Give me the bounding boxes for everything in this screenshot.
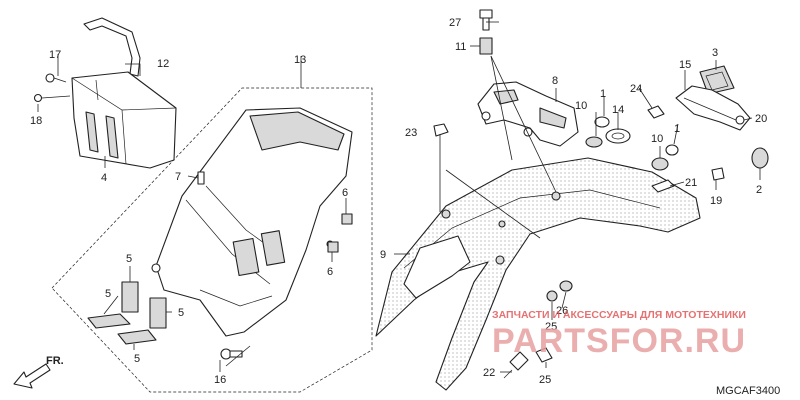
callout-14: 14 [612, 104, 624, 116]
callout-1-lower: 1 [674, 123, 680, 135]
sponge-5c [149, 297, 167, 329]
callout-20: 20 [755, 113, 767, 125]
watermark-logo: PARTSFOR.RU [492, 322, 746, 360]
nut-24 [647, 105, 665, 119]
callout-3: 3 [712, 47, 718, 59]
callout-9: 9 [380, 249, 386, 261]
callout-11: 11 [455, 41, 466, 53]
grommet-2 [751, 147, 769, 169]
rubber-1-upper [594, 116, 610, 128]
callout-19: 19 [710, 195, 722, 207]
bracket-8 [477, 81, 579, 147]
rubber-10-upper [585, 136, 603, 148]
callout-21: 21 [685, 177, 697, 189]
callout-5-d: 5 [134, 353, 140, 365]
nut-18 [33, 93, 71, 103]
bolt-21 [651, 179, 675, 193]
rubber-1-lower [665, 144, 679, 156]
toolbox-4 [71, 71, 177, 169]
callout-5-b: 5 [105, 288, 111, 300]
callout-7: 7 [175, 171, 181, 183]
sponge-5a [121, 281, 139, 313]
bolt-17 [45, 73, 67, 83]
callout-15: 15 [679, 59, 691, 71]
nut-23 [433, 123, 449, 137]
watermark: ЗАПЧАСТИ И АКСЕССУАРЫ ДЛЯ МОТОТЕХНИКИ PA… [492, 309, 746, 360]
callout-12: 12 [157, 58, 169, 70]
callout-5-c: 5 [178, 307, 184, 319]
callout-labels: 12 17 18 4 13 7 6 6 5 5 5 5 16 9 27 11 8… [30, 17, 767, 386]
callout-1-upper: 1 [600, 88, 606, 100]
callout-10-lower: 10 [651, 133, 663, 145]
gasket-12 [83, 17, 141, 77]
callout-2: 2 [756, 184, 762, 196]
direction-label: FR. [46, 355, 64, 367]
callout-10-upper: 10 [575, 100, 587, 112]
callout-23: 23 [405, 127, 417, 139]
callout-5-a: 5 [126, 253, 132, 265]
callout-18: 18 [30, 115, 42, 127]
bolt-19 [711, 167, 725, 181]
leader-lines [37, 21, 761, 373]
bolt-22 [503, 351, 529, 379]
clip-6-upper [341, 213, 353, 225]
pad-7 [197, 171, 205, 185]
callout-6-upper: 6 [342, 187, 348, 199]
callout-13: 13 [294, 54, 306, 66]
front-direction-arrow: FR. [13, 355, 64, 389]
sponge-5d [117, 329, 157, 345]
rubber-14 [605, 128, 631, 144]
license-bracket-15 [675, 85, 751, 131]
callout-25-lower: 25 [539, 374, 551, 386]
bolt-27 [479, 9, 493, 31]
callout-16: 16 [214, 374, 226, 386]
clip-6-lower [327, 241, 339, 253]
callout-4: 4 [101, 172, 107, 184]
washer-26 [559, 280, 573, 292]
bolt-20 [735, 115, 745, 125]
rubber-10-lower [651, 157, 669, 171]
callout-8: 8 [552, 75, 558, 87]
inner-fender-13 [51, 87, 373, 393]
callout-24: 24 [630, 83, 642, 95]
nut-25-lower [535, 347, 553, 363]
watermark-caption: ЗАПЧАСТИ И АКСЕССУАРЫ ДЛЯ МОТОТЕХНИКИ [492, 309, 746, 321]
callout-6-lower: 6 [327, 266, 333, 278]
collar-11 [479, 37, 493, 55]
rear-fender-9 [375, 157, 701, 391]
callout-22: 22 [483, 367, 495, 379]
callout-25-upper: 25 [545, 321, 557, 333]
bolt-16 [220, 348, 243, 360]
diagram-code: MGCAF3400 [716, 385, 780, 397]
sponge-5b [87, 313, 131, 329]
nut-25-upper [546, 290, 558, 302]
callout-26: 26 [556, 305, 568, 317]
callout-17: 17 [49, 49, 61, 61]
callout-27: 27 [449, 17, 461, 29]
